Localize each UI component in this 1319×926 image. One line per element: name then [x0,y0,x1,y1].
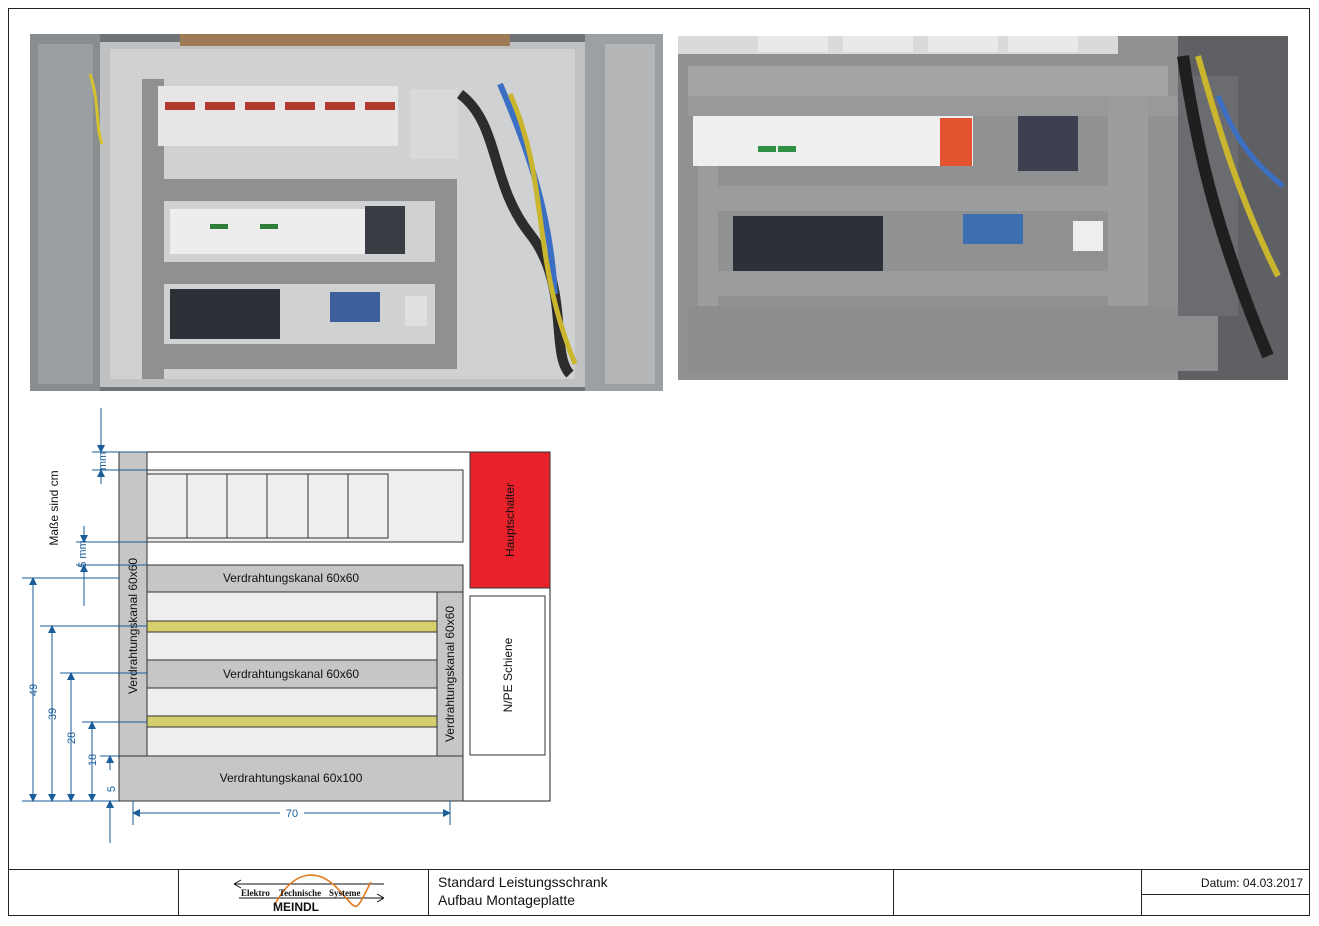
din-rail-lower [146,715,438,728]
cabinet-photo-right-image [678,36,1288,380]
dim-49: 49 [28,684,40,696]
fuse-slot [186,473,228,539]
fuse-slot [307,473,349,539]
cabinet-photo-right [678,36,1288,380]
kanal-bottom-label: Verdrahtungskanal 60x100 [220,771,363,785]
kanal-right [436,591,464,757]
dim-18: 18 [87,754,99,766]
fuse-slot [347,473,389,539]
fuse-slots [146,473,389,539]
hauptschalter-box [469,451,551,589]
dim-39: 39 [47,708,59,720]
dim-70: 70 [286,808,298,820]
units-note: Maße sind cm [47,470,61,545]
fuse-slot [226,473,268,539]
date-cell-divider [1142,894,1309,895]
cabinet-photo-left-image [30,34,663,391]
kanal-top [146,564,464,593]
kanal-right-label: Verdrahtungskanal 60x60 [443,606,457,742]
pe-schiene-box [469,595,546,756]
logo-text-technische: Technische [279,888,321,898]
kanal-mid-label: Verdrahtungskanal 60x60 [223,667,359,681]
empty-cell [893,870,1141,916]
drawing-title-line2: Aufbau Montageplatte [438,892,575,908]
din-rail-upper [146,620,438,633]
dimension-lines [22,408,451,843]
kanal-mid [146,659,438,689]
kanal-bottom [118,755,464,802]
title-block: Elektro Technische Systeme MEINDL Standa… [8,869,1310,916]
drawing-date: Datum: 04.03.2017 [1200,876,1303,890]
cabinet-photo-left [30,34,663,391]
dim-5: 5 [106,786,118,792]
dim-top-small: mm [97,452,109,470]
kanal-left [118,451,148,757]
title-cell [428,870,893,916]
logo-text-meindl: MEINDL [273,900,319,914]
company-logo: Elektro Technische Systeme MEINDL [233,874,385,914]
logo-text-elektro: Elektro [241,888,270,898]
dim-gap: 5 mm [77,540,89,568]
drawing-frame [8,8,1310,916]
dim-28: 28 [66,732,78,744]
logo-cell: Elektro Technische Systeme MEINDL [178,870,428,916]
drawing-title: Standard Leistungsschrank Aufbau Montage… [438,873,608,909]
drawing-title-line1: Standard Leistungsschrank [438,874,608,890]
kanal-top-label: Verdrahtungskanal 60x60 [223,571,359,585]
pe-schiene-label: N/PE Schiene [501,637,515,712]
fuse-slot [266,473,309,539]
date-cell: Datum: 04.03.2017 [1141,870,1309,916]
hauptschalter-label: Hauptschalter [503,483,517,557]
logo-text-systeme: Systeme [329,888,361,898]
fuse-slot [146,473,188,539]
